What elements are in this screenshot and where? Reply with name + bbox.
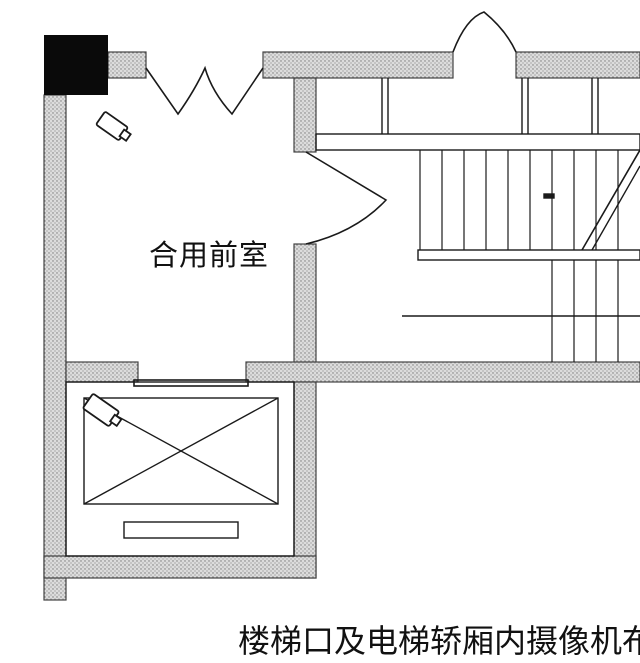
cctv-camera-icon (95, 111, 132, 143)
stair-treads-upper (419, 150, 619, 250)
room-label: 合用前室 (149, 238, 270, 272)
elevator-door-track (133, 379, 249, 387)
cctv-camera-icon (82, 393, 123, 428)
stair-top-rail (315, 133, 640, 151)
elevator-shaft-inner (65, 381, 295, 557)
walls (43, 51, 640, 601)
wall-top-left (107, 51, 147, 79)
stair-treads-lower (551, 260, 619, 362)
wall-elevator-right (293, 381, 317, 579)
wall-left (43, 94, 67, 601)
wall-partition-lower (293, 243, 317, 365)
elevator-car (65, 381, 295, 557)
stair-fire-door (305, 151, 388, 245)
elevator-car-box (83, 397, 279, 505)
staircase (315, 78, 640, 362)
structural-column (44, 35, 108, 95)
lobby-entry-door (145, 65, 264, 116)
figure-caption: 楼梯口及电梯轿厢内摄像机布 (238, 622, 640, 660)
wall-lobby-elevator-left (65, 361, 139, 383)
wall-top-right (515, 51, 640, 79)
stair-entry-door (452, 11, 517, 53)
doors (133, 11, 517, 387)
wall-partition-upper (293, 77, 317, 153)
wall-top-mid (262, 51, 454, 79)
stair-mid-handrail (417, 249, 640, 261)
elevator-counterweight (123, 521, 239, 539)
stair-break-line (581, 149, 640, 251)
wall-lobby-elevator-right (245, 361, 640, 383)
wall-bottom (43, 555, 317, 579)
